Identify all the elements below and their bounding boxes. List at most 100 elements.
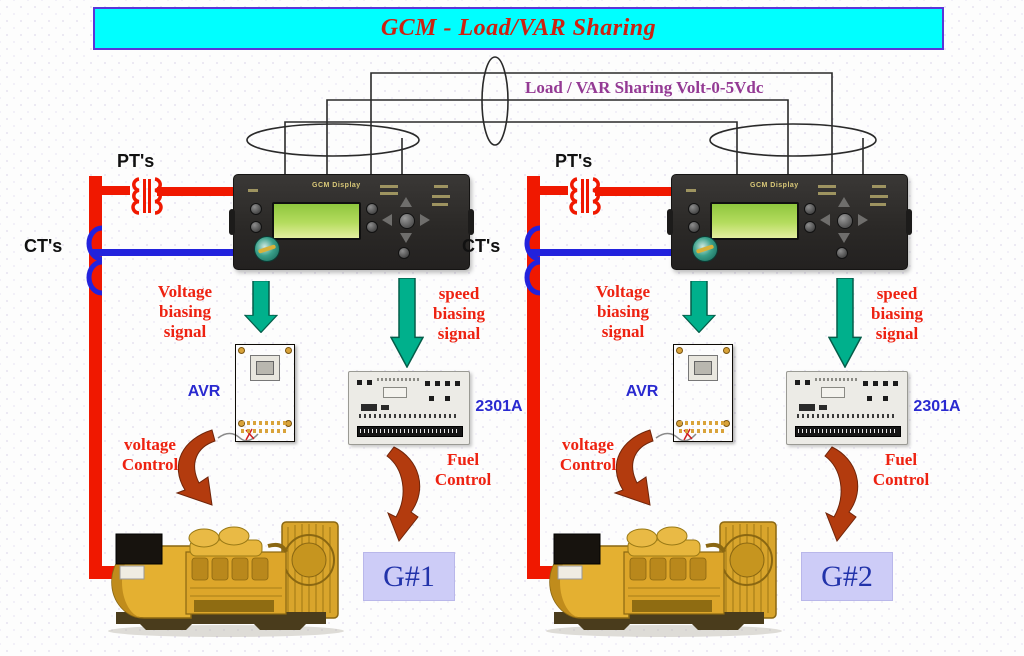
generator-illustration — [523, 500, 795, 640]
governor-label: 2301A — [913, 398, 961, 415]
avr-label: AVR — [625, 383, 659, 400]
generator-id-box: G#2 — [801, 552, 893, 601]
terminal-strip — [357, 426, 463, 437]
ct-label: CT's — [462, 236, 501, 256]
mount-tab-icon — [906, 209, 912, 235]
terminal-row — [679, 429, 727, 433]
screw-icon — [676, 347, 683, 354]
lcd-screen — [710, 202, 799, 240]
panel-marking — [872, 185, 886, 188]
governor-2301a-device — [348, 371, 470, 445]
mount-tab-icon — [468, 209, 474, 235]
voltage-control-label: voltage Control — [559, 435, 617, 474]
device-print — [819, 405, 827, 410]
governor-2301a-device — [786, 371, 908, 445]
voltage-bias-arrow-icon — [682, 281, 716, 333]
fuel-control-arrow-icon — [824, 446, 859, 542]
ct-line-icon — [530, 249, 673, 256]
terminal — [867, 396, 872, 401]
terminal — [445, 381, 450, 386]
device-print — [377, 378, 419, 381]
terminal — [367, 380, 372, 385]
terminal — [795, 380, 800, 385]
panel-marking — [818, 185, 836, 188]
load-var-sharing-wire-label: Load / VAR Sharing Volt-0-5Vdc — [525, 78, 764, 97]
terminal — [435, 381, 440, 386]
avr-component — [688, 355, 718, 381]
up-arrow-icon — [400, 197, 412, 207]
gcm-dpad — [382, 197, 430, 243]
gcm-dpad — [820, 197, 868, 243]
terminal — [455, 381, 460, 386]
speed-biasing-label: speed biasing signal — [433, 284, 485, 343]
terminal — [429, 396, 434, 401]
device-print — [361, 404, 377, 411]
device-print — [797, 414, 897, 418]
avr-board-device — [235, 344, 295, 442]
right-arrow-icon — [858, 214, 868, 226]
up-arrow-icon — [838, 197, 850, 207]
title-banner: GCM - Load/VAR Sharing — [93, 7, 944, 50]
gcm-button — [836, 247, 848, 259]
panel-marking — [818, 192, 836, 195]
mount-tab-icon — [667, 209, 673, 235]
enter-button — [399, 213, 415, 229]
terminal — [425, 381, 430, 386]
unit-1-schematic-art — [86, 176, 421, 579]
terminal — [357, 380, 362, 385]
pt-label: PT's — [117, 151, 155, 171]
cable-loop-right-icon — [709, 123, 877, 157]
gcm-display-device: GCM Display — [229, 174, 474, 270]
terminal-row — [241, 429, 289, 433]
voltage-bias-arrow-icon — [244, 281, 278, 333]
panel-marking — [380, 192, 398, 195]
generator-id-label: G#2 — [821, 559, 873, 593]
panel-marking — [432, 195, 450, 198]
avr-label: AVR — [187, 383, 221, 400]
gcm-button — [366, 203, 378, 215]
terminal — [873, 381, 878, 386]
cable-loop-middle-icon — [481, 56, 509, 146]
gcm-button — [688, 221, 700, 233]
panel-marking — [380, 185, 398, 188]
avr-board-device — [673, 344, 733, 442]
pt-symbol-icon — [569, 177, 601, 215]
voltage-control-label: voltage Control — [121, 435, 179, 474]
terminal-row — [679, 421, 727, 425]
ct-label: CT's — [24, 236, 63, 256]
terminal — [805, 380, 810, 385]
governor-label: 2301A — [475, 398, 523, 415]
fuel-control-arrow-icon — [386, 446, 421, 542]
screw-icon — [238, 347, 245, 354]
generator-unit-1-group: GCM Display — [0, 0, 530, 656]
page-title: GCM - Load/VAR Sharing — [380, 15, 657, 41]
voltage-biasing-label: Voltage biasing signal — [595, 282, 651, 341]
device-print — [383, 387, 407, 398]
device-print — [815, 378, 857, 381]
generator-id-label: G#1 — [383, 559, 435, 593]
device-print — [359, 414, 459, 418]
device-print — [381, 405, 389, 410]
panel-marking — [870, 203, 886, 206]
generator-unit-2-group: GCM Display — [438, 0, 968, 656]
fuel-control-label: Fuel Control — [434, 450, 492, 489]
mount-tab-icon — [229, 209, 235, 235]
gcm-device-label: GCM Display — [312, 182, 361, 189]
avr-wire-icon — [655, 432, 697, 442]
screw-icon — [285, 347, 292, 354]
terminal — [863, 381, 868, 386]
brand-logo-icon — [254, 236, 280, 262]
down-arrow-icon — [838, 233, 850, 243]
terminal — [893, 381, 898, 386]
gcm-button — [804, 221, 816, 233]
generator-illustration — [85, 500, 357, 640]
left-arrow-icon — [820, 214, 830, 226]
gcm-button — [804, 203, 816, 215]
terminal-strip — [795, 426, 901, 437]
ct-symbol-icon — [86, 225, 103, 296]
cable-loop-left-icon — [246, 123, 420, 157]
lcd-screen — [272, 202, 361, 240]
terminal-row — [241, 421, 289, 425]
pt-label: PT's — [555, 151, 593, 171]
